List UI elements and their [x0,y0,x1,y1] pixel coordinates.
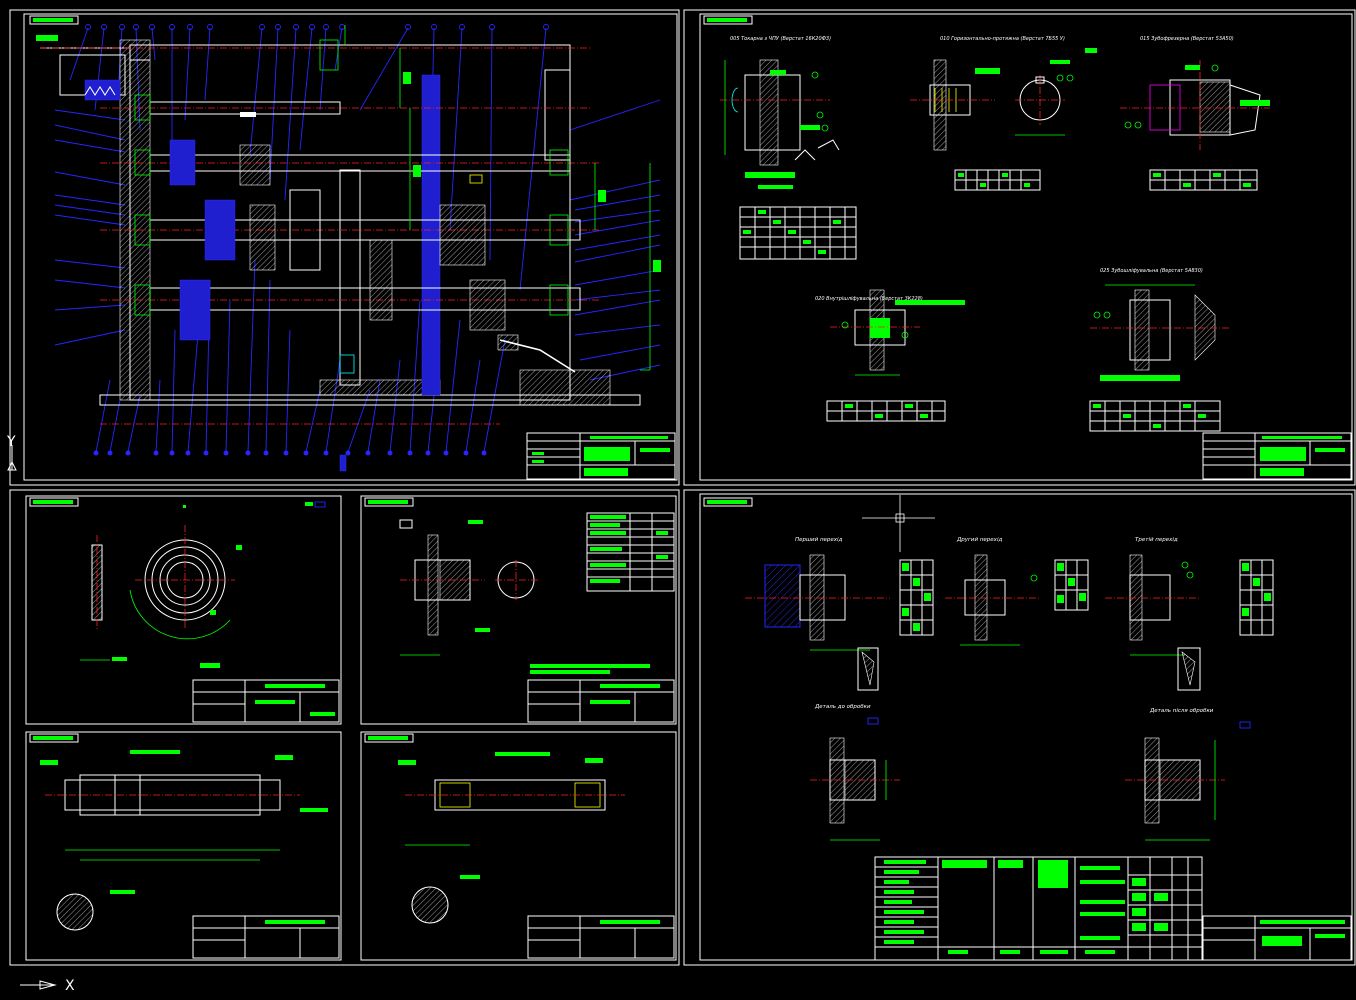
title-block-part-1[interactable] [192,679,340,723]
setup-part-after [1125,721,1251,841]
ucs-icon: Y X [6,434,75,994]
op-015-sketch [1120,60,1270,191]
assembly-shafts [40,39,600,425]
sheet-frame-parts[interactable] [9,489,680,966]
op-020-sketch [826,289,965,422]
tech-table-part-2[interactable] [586,512,675,592]
part-2-drawing[interactable] [399,512,675,723]
setup-label-after: Деталь після обробки [1149,708,1214,714]
setup-op-3 [1105,554,1274,691]
assembly-dimensions [36,25,661,472]
setup-part-before [810,717,900,841]
sheet-frame-part-3[interactable] [25,731,342,961]
op-title-015: 015 Зубофрезерна (Верстат 53А50) [1140,36,1234,42]
setup-op-1 [745,554,934,691]
op-010-sketch [910,48,1097,191]
op-title-010: 010 Горизонтально-протяжна (Верстат 7Б55… [940,36,1065,42]
op-title-025: 025 Зубошліфувальна (Верстат 5А830) [1100,268,1203,274]
op-005-sketch [720,59,857,260]
title-block-part-3[interactable] [192,915,340,959]
operations-sheet[interactable]: 005 Токарна з ЧПУ (Верстат 16К20Ф3) 010 … [720,36,1352,480]
assembly-leaders-bottom [95,259,506,453]
setup-sheet[interactable]: Перший перехід Другий перехід Третій пер… [745,495,1352,961]
op-025-sketch [1089,284,1230,432]
sheet-frame-part-2[interactable] [360,495,677,725]
sheet-frame-part-4[interactable] [360,731,677,961]
setup-label-third: Третій перехід [1135,537,1178,543]
op-title-020: 020 Внутрішліфувальна (Верстат 3К228) [815,296,923,302]
setup-op-2 [945,554,1089,646]
part-3-drawing[interactable] [40,750,340,959]
title-block-setup[interactable] [1202,915,1352,961]
part-1-drawing[interactable] [80,501,340,723]
setup-label-second: Другий перехід [956,537,1002,543]
title-block-operations[interactable] [1202,432,1352,480]
op-title-005: 005 Токарна з ЧПУ (Верстат 16К20Ф3) [730,36,831,42]
sheet-frame-setup[interactable] [683,489,1356,966]
assembly-drawing[interactable] [36,24,676,480]
ucs-x-label: X [65,978,75,994]
title-block-assembly[interactable] [526,432,676,480]
title-block-part-2[interactable] [527,679,675,723]
title-block-part-4[interactable] [527,915,675,959]
assembly-leaders-left [54,109,126,346]
crosshair-cursor [862,495,935,552]
assembly-balloons-bottom [93,450,487,456]
setup-label-first: Перший перехід [795,537,843,543]
ucs-y-label: Y [6,434,16,450]
assembly-leaders-right [569,99,661,381]
part-4-drawing[interactable] [398,752,675,959]
sheet-tags [29,15,753,743]
sheet-frames [9,9,1356,966]
sheet-frame-part-1[interactable] [25,495,342,725]
process-chart-table[interactable] [874,856,1203,961]
sheet-frame-assembly[interactable] [9,9,680,486]
sheet-frame-operations[interactable] [683,9,1356,486]
setup-label-before: Деталь до обробки [814,704,871,710]
